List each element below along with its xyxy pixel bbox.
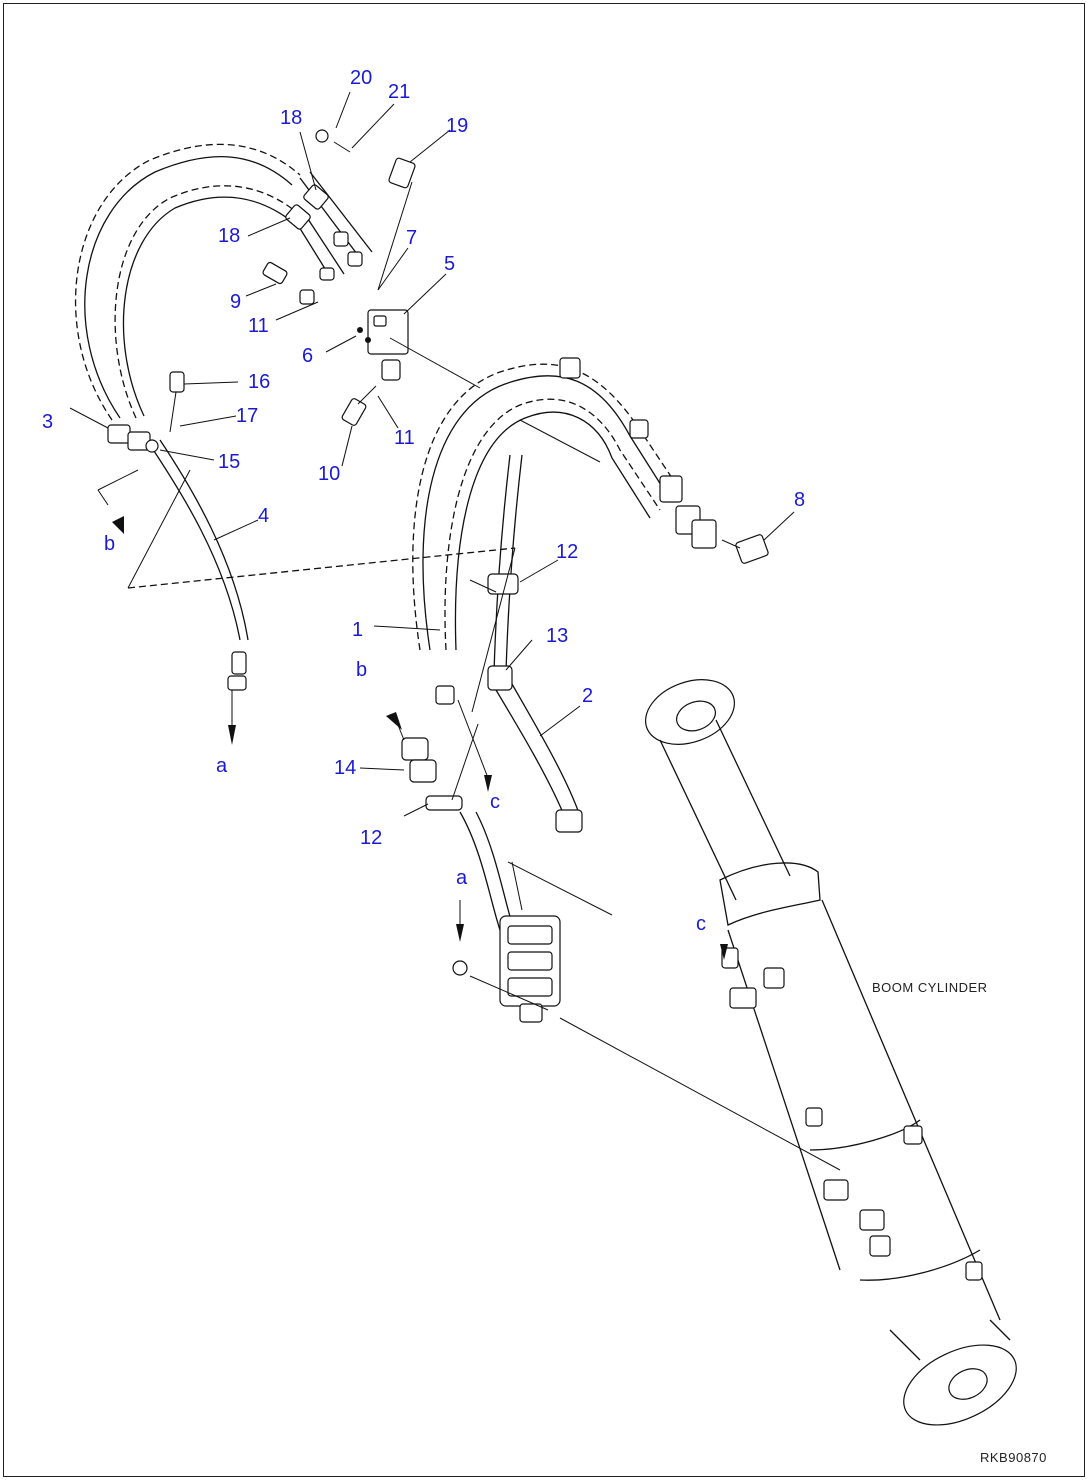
callout-17: 17 [236, 405, 258, 427]
callout-5: 5 [444, 253, 455, 275]
ref-c-upper: c [490, 791, 500, 813]
reference-letters: a a b b c c [104, 533, 706, 935]
upper-hose-fittings [262, 129, 416, 426]
callout-21: 21 [388, 81, 410, 103]
callout-13: 13 [546, 625, 568, 647]
callout-8: 8 [794, 489, 805, 511]
callout-4: 4 [258, 505, 269, 527]
callout-20: 20 [350, 67, 372, 89]
ref-a-lower: a [456, 867, 468, 889]
boom-cylinder-label: BOOM CYLINDER [872, 980, 988, 995]
callout-14: 14 [334, 757, 356, 779]
drawing-frame [3, 3, 1085, 1477]
callout-11b: 11 [394, 427, 415, 449]
callout-7: 7 [406, 227, 417, 249]
ref-a-upper: a [216, 755, 228, 777]
ref-b-upper: b [104, 533, 115, 555]
drawing-code: RKB90870 [980, 1450, 1047, 1465]
callout-10: 10 [318, 463, 340, 485]
callout-12b: 12 [360, 827, 382, 849]
callout-18b: 18 [218, 225, 240, 247]
leader-lines [69, 91, 795, 817]
callout-1: 1 [352, 619, 363, 641]
hose-3-4-loop [75, 143, 301, 745]
callout-18a: 18 [280, 107, 302, 129]
callout-19: 19 [446, 115, 468, 137]
callout-11a: 11 [248, 315, 269, 337]
callout-12a: 12 [556, 541, 578, 563]
callout-3: 3 [42, 411, 53, 433]
callout-2: 2 [582, 685, 593, 707]
callout-numbers: 1 2 3 4 5 6 7 8 9 10 11 11 12 12 13 14 1… [42, 67, 805, 849]
callout-6: 6 [302, 345, 313, 367]
callout-9: 9 [230, 291, 241, 313]
locator-lines [97, 337, 841, 1171]
callout-16: 16 [248, 371, 270, 393]
hose-1-2-arch [412, 357, 769, 833]
ref-b-lower: b [356, 659, 367, 681]
boom-cylinder [644, 679, 1017, 1426]
callout-15: 15 [218, 451, 240, 473]
clamp-assembly [386, 573, 561, 1023]
ref-c-lower: c [696, 913, 706, 935]
